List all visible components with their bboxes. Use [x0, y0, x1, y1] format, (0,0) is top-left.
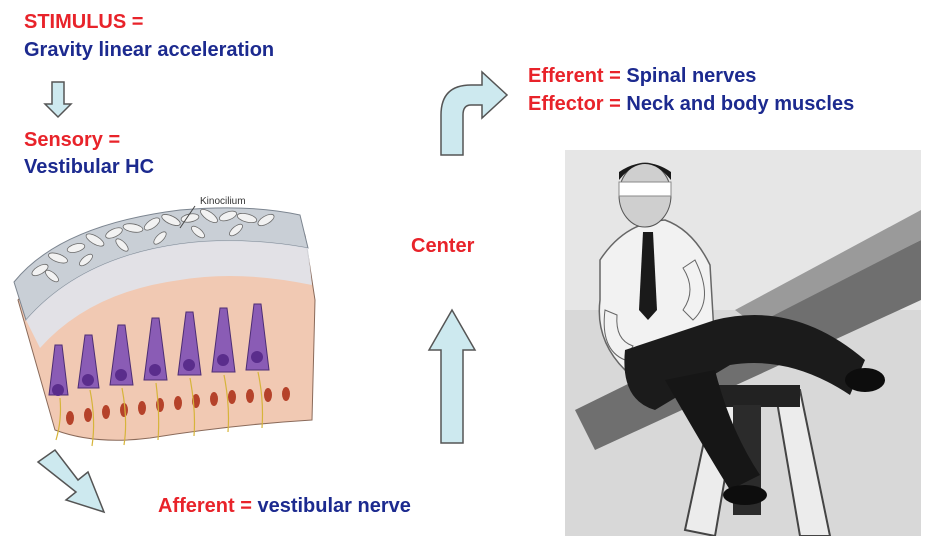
tilt-table-photo-drawing: [565, 150, 921, 536]
diagonal-down-arrow-icon: [38, 450, 104, 512]
vestibular-hair-cell-illustration: [14, 206, 315, 446]
tilt-table-photo: [565, 150, 921, 536]
kinocilium-label: Kinocilium: [200, 196, 246, 208]
down-arrow-icon: [45, 82, 71, 117]
curved-arrow-icon: [441, 72, 507, 155]
up-arrow-icon: [429, 310, 475, 443]
